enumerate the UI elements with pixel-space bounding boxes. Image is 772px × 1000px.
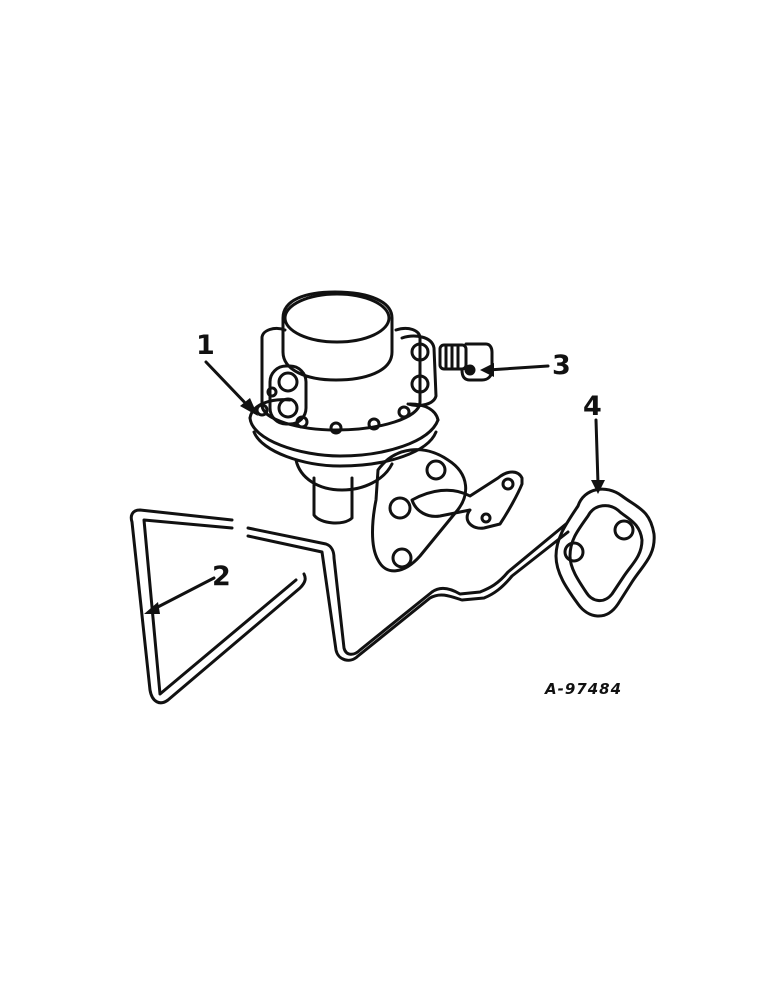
callout-4: 4: [583, 391, 602, 422]
callout-3: 3: [552, 350, 571, 381]
elbow-fitting: [438, 342, 494, 382]
gasket: [554, 487, 656, 618]
callout-2: 2: [212, 561, 231, 592]
fuel-lines: [129, 508, 570, 705]
leader-lines: [150, 360, 600, 612]
fuel-pump: [248, 290, 524, 573]
arrowheads: [144, 363, 605, 614]
callout-1: 1: [196, 330, 215, 361]
drawing-number: A-97484: [545, 680, 623, 698]
